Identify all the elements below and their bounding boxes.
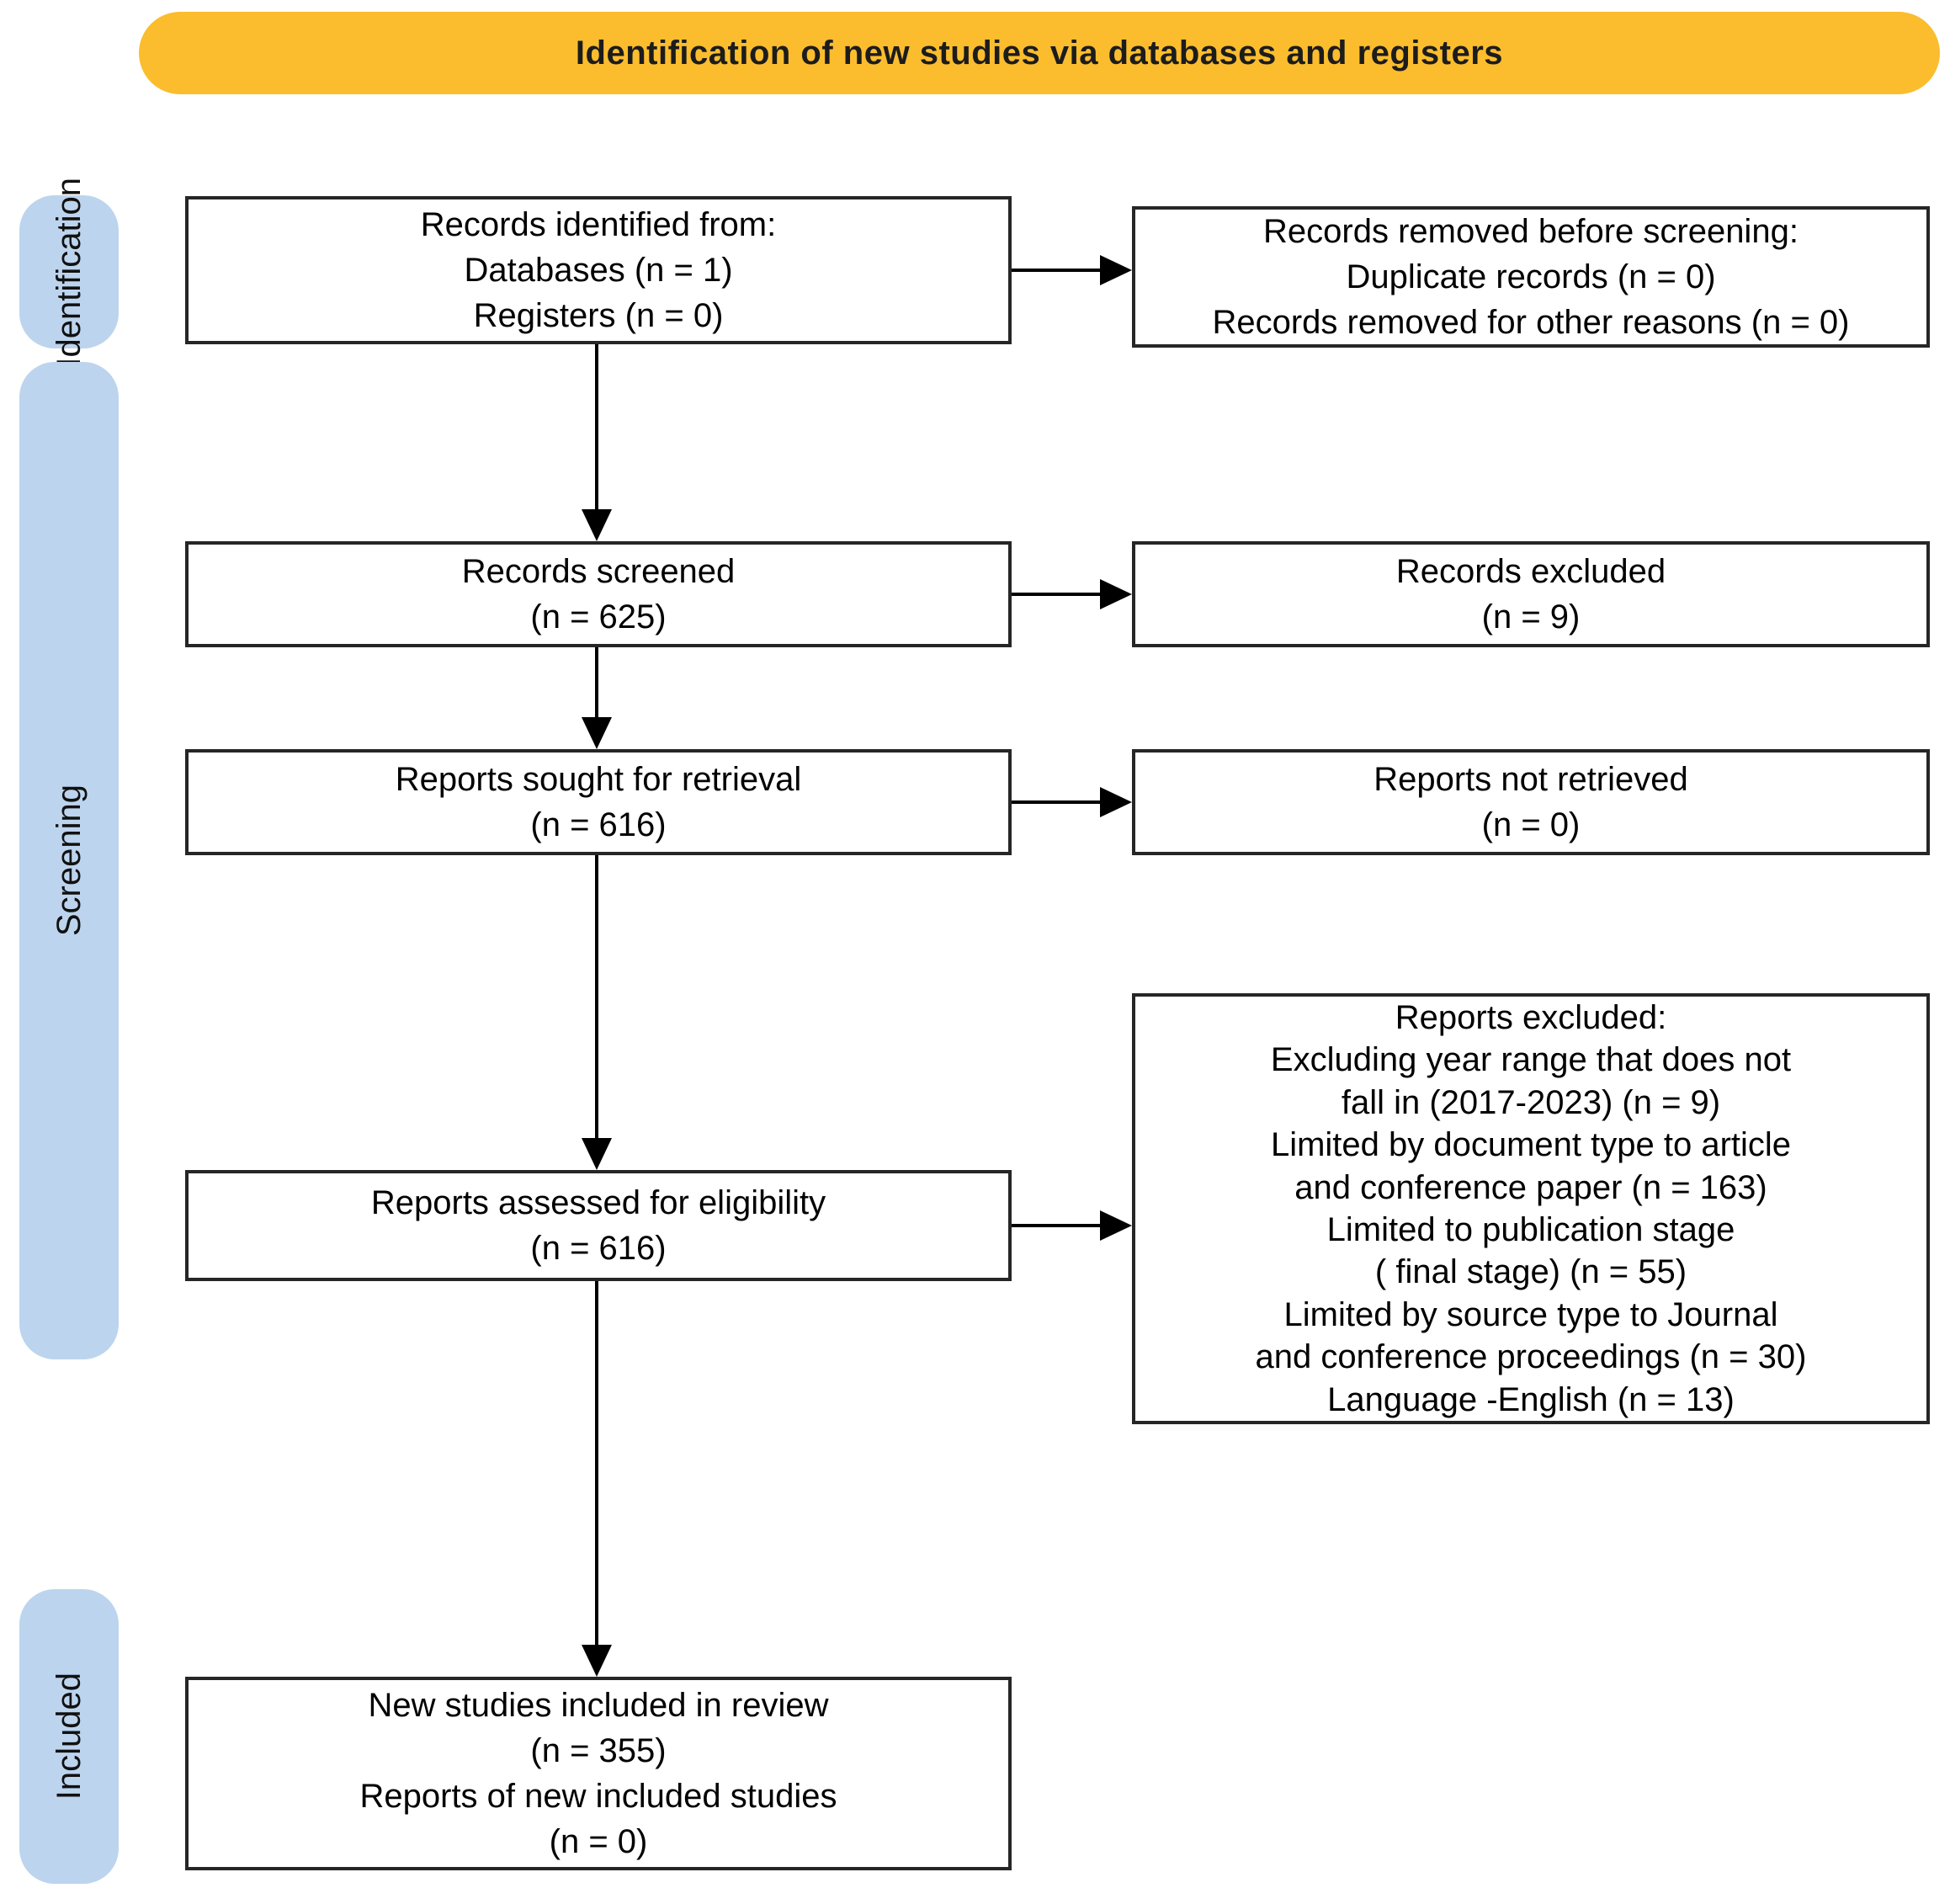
arrow-down-assessed-to-included-head bbox=[582, 1645, 612, 1677]
box-reports-not-retrieved: Reports not retrieved (n = 0) bbox=[1132, 749, 1930, 855]
banner: Identification of new studies via databa… bbox=[139, 12, 1940, 94]
arrow-right-assessed-to-reportsexcluded-head bbox=[1100, 1210, 1132, 1241]
box-line: ( final stage) (n = 55) bbox=[1374, 1253, 1687, 1291]
stage-label-identification: Identification bbox=[19, 178, 119, 366]
box-line: and conference paper (n = 163) bbox=[1294, 1168, 1767, 1206]
arrow-down-assessed-to-included-line bbox=[595, 1281, 598, 1645]
stage-label-included-text: Included bbox=[50, 1673, 88, 1800]
box-line: Records removed before screening: bbox=[1263, 213, 1799, 250]
box-line: Limited by source type to Journal bbox=[1283, 1295, 1778, 1333]
box-line: Records removed for other reasons (n = 0… bbox=[1212, 304, 1850, 341]
banner-title: Identification of new studies via databa… bbox=[575, 34, 1504, 72]
box-new-studies-included: New studies included in review (n = 355)… bbox=[185, 1677, 1012, 1870]
arrow-down-screened-to-sought-head bbox=[582, 717, 612, 749]
box-line: Records identified from: bbox=[420, 206, 777, 243]
arrow-right-assessed-to-reportsexcluded-line bbox=[1012, 1224, 1100, 1227]
box-line: fall in (2017-2023) (n = 9) bbox=[1341, 1083, 1721, 1121]
arrow-right-sought-to-notretrieved-line bbox=[1012, 800, 1100, 804]
box-line: Limited by document type to article bbox=[1270, 1126, 1792, 1164]
box-records-screened: Records screened (n = 625) bbox=[185, 541, 1012, 647]
box-line: Duplicate records (n = 0) bbox=[1346, 258, 1716, 295]
box-reports-excluded: Reports excluded: Excluding year range t… bbox=[1132, 993, 1930, 1424]
box-line: (n = 9) bbox=[1481, 598, 1581, 636]
stage-label-screening: Screening bbox=[19, 362, 119, 1359]
arrow-right-identified-to-removed-head bbox=[1100, 255, 1132, 285]
arrow-down-identified-to-screened-head bbox=[582, 509, 612, 541]
stage-label-included: Included bbox=[19, 1589, 119, 1884]
box-line: (n = 0) bbox=[549, 1823, 648, 1860]
box-line: Reports sought for retrieval bbox=[395, 761, 802, 798]
box-reports-sought: Reports sought for retrieval (n = 616) bbox=[185, 749, 1012, 855]
box-line: Reports assessed for eligibility bbox=[370, 1184, 826, 1221]
box-line: Reports not retrieved bbox=[1374, 761, 1688, 798]
box-line: Reports excluded: bbox=[1395, 999, 1667, 1037]
arrow-down-sought-to-assessed-line bbox=[595, 855, 598, 1138]
arrow-right-screened-to-excluded-line bbox=[1012, 593, 1100, 596]
box-line: Databases (n = 1) bbox=[464, 252, 733, 289]
box-line: Registers (n = 0) bbox=[473, 297, 724, 334]
box-records-identified: Records identified from: Databases (n = … bbox=[185, 196, 1012, 344]
arrow-down-identified-to-screened-line bbox=[595, 344, 598, 509]
box-line: Reports of new included studies bbox=[359, 1778, 837, 1815]
box-line: (n = 616) bbox=[530, 1230, 667, 1267]
arrow-down-sought-to-assessed-head bbox=[582, 1138, 612, 1170]
box-records-removed: Records removed before screening: Duplic… bbox=[1132, 206, 1930, 348]
box-line: Records excluded bbox=[1395, 553, 1666, 590]
box-line: New studies included in review bbox=[368, 1687, 829, 1724]
box-line: (n = 625) bbox=[530, 598, 667, 636]
box-line: (n = 355) bbox=[530, 1732, 667, 1769]
box-line: Limited to publication stage bbox=[1326, 1211, 1735, 1248]
box-line: Language -English (n = 13) bbox=[1327, 1380, 1735, 1418]
arrow-down-screened-to-sought-line bbox=[595, 647, 598, 717]
box-line: and conference proceedings (n = 30) bbox=[1255, 1338, 1807, 1376]
arrow-right-identified-to-removed-line bbox=[1012, 269, 1100, 272]
box-line: Excluding year range that does not bbox=[1270, 1041, 1792, 1079]
box-line: (n = 616) bbox=[530, 806, 667, 843]
arrow-right-sought-to-notretrieved-head bbox=[1100, 787, 1132, 817]
stage-label-screening-text: Screening bbox=[50, 784, 88, 937]
box-line: (n = 0) bbox=[1481, 806, 1581, 843]
stage-label-identification-text: Identification bbox=[50, 177, 88, 367]
box-reports-assessed: Reports assessed for eligibility (n = 61… bbox=[185, 1170, 1012, 1281]
box-line: Records screened bbox=[461, 553, 736, 590]
arrow-right-screened-to-excluded-head bbox=[1100, 579, 1132, 609]
box-records-excluded: Records excluded (n = 9) bbox=[1132, 541, 1930, 647]
